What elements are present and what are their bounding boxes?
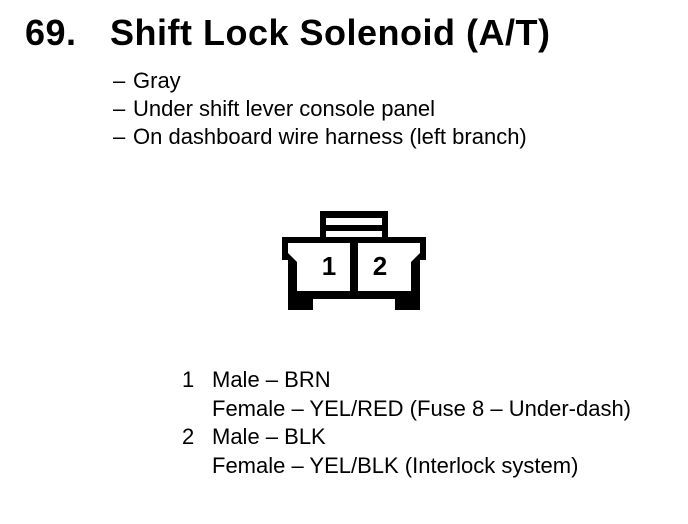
dash-bullet: – [113, 124, 126, 149]
dash-bullet: – [113, 68, 126, 93]
dash-bullet: – [113, 96, 126, 121]
pin-row-2: 2 Male – BLK Female – YEL/BLK (Interlock… [182, 423, 631, 480]
page-header: 69. Shift Lock Solenoid (A/T) [25, 12, 550, 54]
detail-location: – Under shift lever console panel [113, 95, 527, 123]
pin-female-wire: Female – YEL/BLK (Interlock system) [212, 452, 579, 478]
detail-text: Under shift lever console panel [133, 96, 436, 121]
pin-female-wire: Female – YEL/RED (Fuse 8 – Under-dash) [212, 395, 631, 421]
pin-wires: Male – BLK Female – YEL/BLK (Interlock s… [212, 423, 578, 480]
pin-row-1: 1 Male – BRN Female – YEL/RED (Fuse 8 – … [182, 366, 631, 423]
pin-number: 2 [182, 424, 195, 449]
latch-slot-lower [326, 231, 382, 237]
connector-drawing [282, 211, 426, 310]
pin-wires: Male – BRN Female – YEL/RED (Fuse 8 – Un… [212, 366, 631, 423]
pin-cavity-2 [358, 243, 420, 291]
pin-male-wire: Male – BLK [212, 424, 326, 449]
detail-list: – Gray – Under shift lever console panel… [113, 67, 527, 151]
detail-color: – Gray [113, 67, 527, 95]
pin-description-list: 1 Male – BRN Female – YEL/RED (Fuse 8 – … [182, 366, 631, 480]
item-number: 69. [25, 12, 77, 53]
cavity-1-label: 1 [321, 251, 337, 281]
connector-diagram: 1 2 [280, 209, 428, 313]
detail-text: On dashboard wire harness (left branch) [133, 124, 527, 149]
cavity-2-label: 2 [372, 251, 388, 281]
pin-number: 1 [182, 367, 195, 392]
pin-male-wire: Male – BRN [212, 367, 331, 392]
detail-text: Gray [133, 68, 181, 93]
detail-harness: – On dashboard wire harness (left branch… [113, 123, 527, 151]
page-title: Shift Lock Solenoid (A/T) [110, 12, 551, 53]
latch-slot-upper [326, 218, 382, 225]
pin-cavity-1 [288, 243, 350, 291]
